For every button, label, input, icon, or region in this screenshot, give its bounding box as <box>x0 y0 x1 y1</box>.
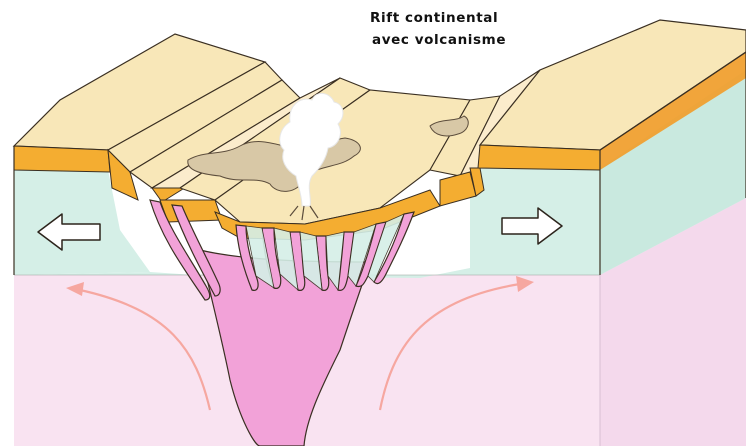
caption-line-2: avec volcanisme <box>372 32 506 48</box>
diagram-caption: Rift continental avec volcanisme <box>370 10 506 48</box>
caption-line-1: Rift continental <box>370 10 498 26</box>
